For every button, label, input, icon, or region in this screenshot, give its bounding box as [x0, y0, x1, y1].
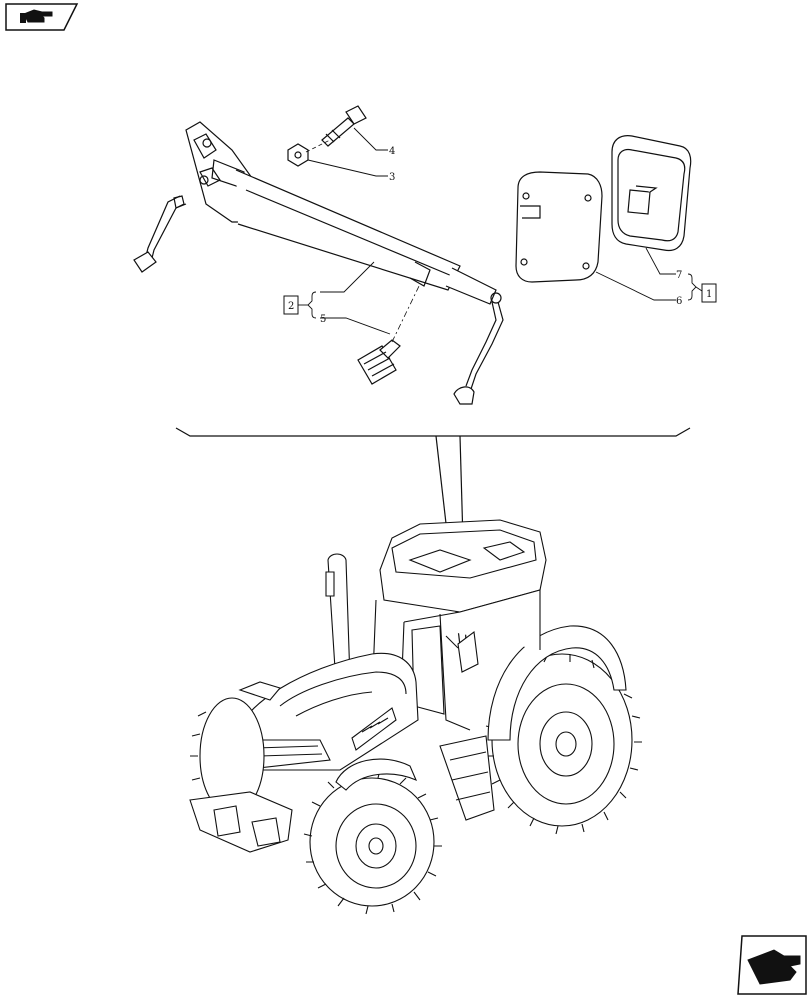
next-page-button[interactable]: [737, 935, 807, 995]
pointing-hand-prev-icon: [20, 9, 53, 23]
callout-7: 7: [676, 270, 682, 281]
hood: [238, 652, 419, 771]
bolt: [321, 105, 367, 147]
mirror-housing: [611, 135, 692, 252]
adjustment-knob: [357, 339, 401, 385]
cab: [371, 519, 547, 731]
svg-text:1: 1: [706, 289, 712, 300]
front-right-wheel: [303, 769, 442, 915]
callout-5: 5: [320, 314, 326, 325]
prev-page-button[interactable]: [5, 3, 79, 31]
callout-6: 6: [676, 296, 682, 307]
rear-wheel: [485, 653, 642, 835]
nut: [287, 143, 309, 167]
mirror-glass: [515, 171, 603, 283]
svg-text:2: 2: [288, 301, 294, 312]
pointing-hand-next-icon: [747, 949, 801, 985]
tractor-illustration: [189, 519, 642, 915]
callout-4: 4: [389, 146, 395, 157]
callout-box-1: 1: [701, 283, 717, 303]
callout-box-2: 2: [283, 295, 299, 315]
mirror-arm-assembly: [133, 121, 504, 405]
callout-3: 3: [389, 172, 395, 183]
